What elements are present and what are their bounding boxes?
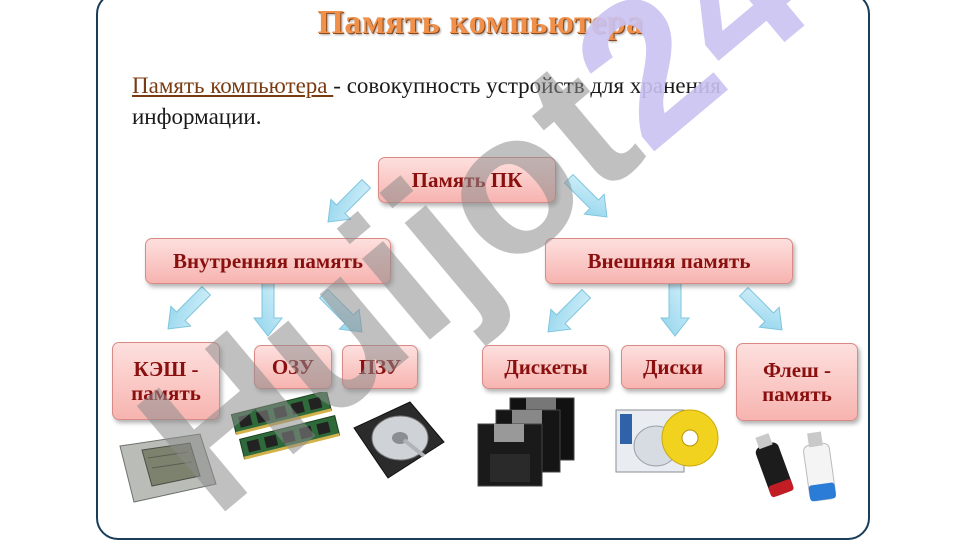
hard-drive-image bbox=[353, 401, 445, 479]
cpu-chip-image bbox=[119, 433, 217, 503]
flash-drives-image bbox=[755, 431, 837, 502]
node-ram: ОЗУ bbox=[254, 345, 332, 389]
node-disks: Диски bbox=[621, 345, 725, 389]
flash-line-2: память bbox=[762, 382, 832, 406]
node-root: Память ПК bbox=[378, 157, 556, 203]
arrow-root-external bbox=[563, 173, 608, 218]
definition-dash: - bbox=[333, 73, 341, 98]
cd-disks-image bbox=[615, 409, 719, 473]
arrow-internal-cache bbox=[167, 285, 212, 330]
arrow-root-internal bbox=[327, 178, 372, 223]
arrow-internal-rom bbox=[318, 288, 363, 333]
cache-line-1: КЭШ - bbox=[133, 357, 199, 381]
slide-title: Память компьютера bbox=[317, 4, 644, 41]
node-floppy: Дискеты bbox=[482, 345, 610, 389]
arrow-internal-ram bbox=[252, 281, 284, 337]
cache-line-2: память bbox=[131, 381, 201, 405]
node-cache-memory: КЭШ - память bbox=[112, 342, 220, 420]
flash-line-1: Флеш - bbox=[762, 358, 832, 382]
node-flash-memory: Флеш - память bbox=[736, 343, 858, 421]
arrow-external-flash bbox=[738, 286, 783, 331]
node-external-memory: Внешняя память bbox=[545, 238, 793, 284]
arrow-external-floppy bbox=[547, 288, 592, 333]
arrow-external-disks bbox=[659, 281, 691, 337]
definition-body: совокупность устройств для хранения инфо… bbox=[132, 73, 721, 129]
ram-modules-image bbox=[230, 392, 340, 460]
definition-term: Память компьютера bbox=[132, 73, 334, 98]
floppy-disks-image bbox=[477, 397, 575, 487]
definition-text: Память компьютера - совокупность устройс… bbox=[132, 70, 832, 132]
node-rom: ПЗУ bbox=[342, 345, 418, 389]
node-internal-memory: Внутренняя память bbox=[145, 238, 391, 284]
